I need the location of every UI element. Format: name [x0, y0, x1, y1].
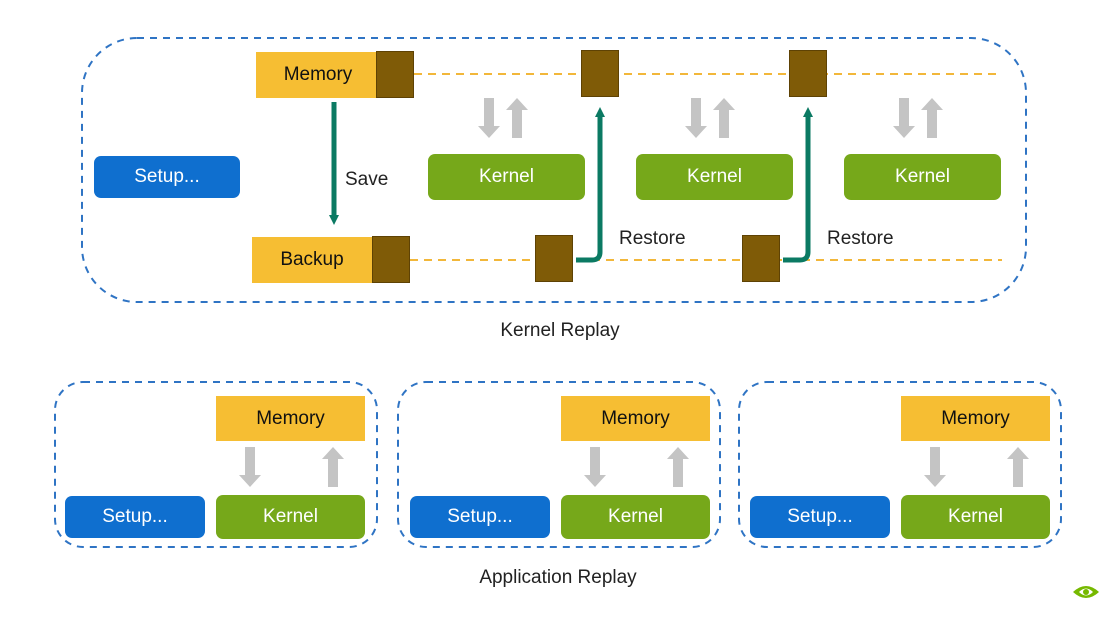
kernel-label-1: Kernel — [479, 166, 534, 187]
setup-label: Setup... — [134, 166, 200, 187]
app-memory-label-3: Memory — [941, 407, 1010, 429]
memory-buffer-block — [376, 51, 414, 98]
kernel-box-3: Kernel — [844, 154, 1001, 200]
app-kernel-label-3: Kernel — [948, 506, 1003, 527]
kernel-label-2: Kernel — [687, 166, 742, 187]
gray-arrows-app-3 — [924, 447, 1029, 487]
memory-snapshot-block-1 — [581, 50, 619, 97]
gray-arrows-app-1 — [239, 447, 344, 487]
backup-snapshot-block-1 — [535, 235, 573, 282]
app-memory-box-1: Memory — [216, 396, 365, 441]
app-kernel-label-2: Kernel — [608, 506, 663, 527]
app-setup-box-1: Setup... — [65, 496, 205, 538]
app-kernel-box-1: Kernel — [216, 495, 365, 539]
memory-label: Memory — [283, 64, 353, 85]
app-memory-label-2: Memory — [601, 407, 670, 429]
app-setup-box-2: Setup... — [410, 496, 550, 538]
app-kernel-label-1: Kernel — [263, 506, 318, 527]
app-setup-label-2: Setup... — [447, 506, 513, 527]
kernel-box-1: Kernel — [428, 154, 585, 200]
gray-arrows-kernel-2 — [685, 98, 735, 138]
kernel-label-3: Kernel — [895, 166, 950, 187]
application-pass-container-1 — [54, 381, 378, 548]
app-memory-box-3: Memory — [901, 396, 1050, 441]
save-label: Save — [345, 169, 389, 190]
application-replay-caption: Application Replay — [479, 567, 637, 588]
gray-arrows-app-2 — [584, 447, 689, 487]
app-setup-box-3: Setup... — [750, 496, 890, 538]
restore-label-1: Restore — [619, 228, 686, 249]
backup-label: Backup — [280, 249, 344, 270]
backup-buffer-block — [372, 236, 410, 283]
app-kernel-box-2: Kernel — [561, 495, 710, 539]
kernel-replay-caption: Kernel Replay — [500, 320, 620, 341]
memory-box: Memory — [256, 52, 376, 98]
restore-arrow-2 — [783, 107, 813, 263]
app-setup-label-3: Setup... — [787, 506, 853, 527]
application-pass-container-2 — [397, 381, 721, 548]
backup-box: Backup — [252, 237, 372, 283]
setup-box: Setup... — [94, 156, 240, 198]
restore-label-2: Restore — [827, 228, 894, 249]
kernel-replay-container — [81, 37, 1027, 303]
app-memory-label-1: Memory — [256, 407, 325, 429]
memory-snapshot-block-2 — [789, 50, 827, 97]
application-pass-container-3 — [738, 381, 1062, 548]
restore-arrow-1 — [576, 107, 605, 263]
gray-arrows-kernel-1 — [478, 98, 528, 138]
app-memory-box-2: Memory — [561, 396, 710, 441]
app-setup-label-1: Setup... — [102, 506, 168, 527]
backup-snapshot-block-2 — [742, 235, 780, 282]
kernel-box-2: Kernel — [636, 154, 793, 200]
gray-arrows-kernel-3 — [893, 98, 943, 138]
app-kernel-box-3: Kernel — [901, 495, 1050, 539]
nvidia-logo-icon — [1073, 586, 1099, 598]
